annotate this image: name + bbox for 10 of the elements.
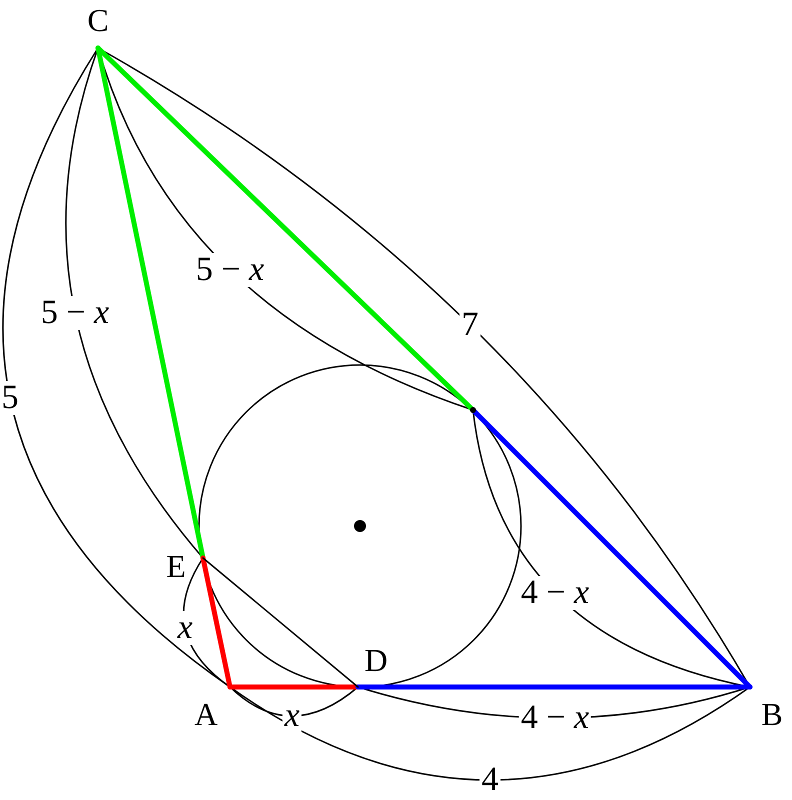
length-label: 5 xyxy=(0,381,20,415)
length-label: 4 − x xyxy=(518,576,592,610)
line-segment xyxy=(202,557,359,688)
point-label: B xyxy=(761,698,783,730)
length-label: x xyxy=(175,611,195,645)
tangent-point xyxy=(470,407,476,413)
point-label: D xyxy=(364,644,388,676)
point-label: C xyxy=(87,4,109,36)
point-label: E xyxy=(166,550,186,582)
point-label: A xyxy=(194,698,218,730)
